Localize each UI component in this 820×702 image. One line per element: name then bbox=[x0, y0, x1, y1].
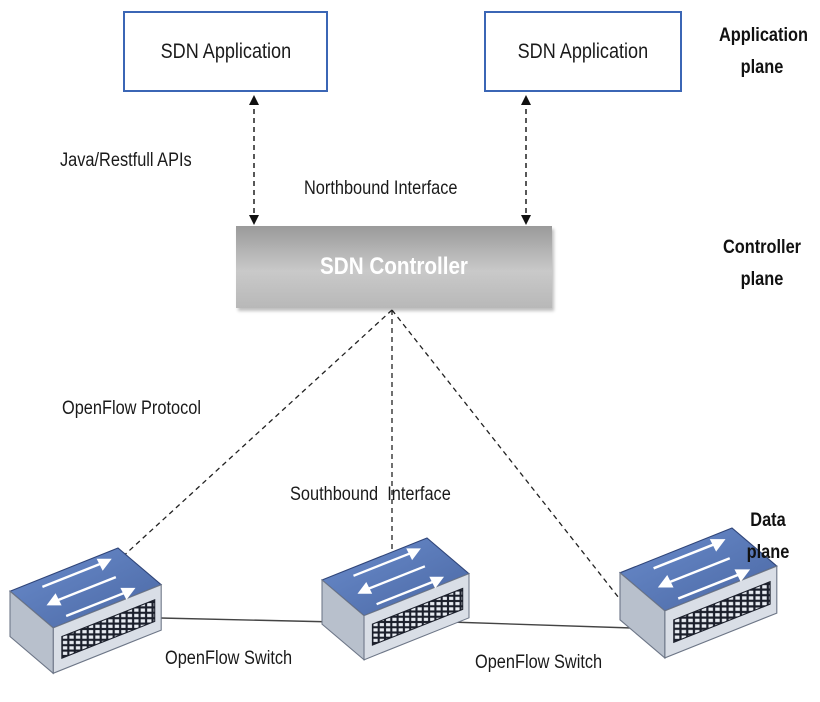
data-plane-label: Data plane bbox=[725, 505, 811, 569]
switch-link-right bbox=[449, 621, 633, 629]
southbound-link-right bbox=[391, 309, 631, 613]
controller-plane-label: Controller plane bbox=[719, 232, 805, 296]
sdn-application-label: SDN Application bbox=[517, 39, 649, 63]
application-plane-label: Application plane bbox=[719, 20, 808, 84]
sdn-application-label: SDN Application bbox=[160, 39, 291, 63]
sdn-application-box-left: SDN Application bbox=[123, 11, 328, 92]
southbound-link-left bbox=[94, 309, 393, 583]
northbound-interface-label: Northbound Interface bbox=[304, 178, 458, 199]
controller-plane-line-2: plane bbox=[740, 269, 784, 290]
application-plane-line-2: plane bbox=[740, 57, 784, 78]
application-plane-line-1: Application bbox=[719, 25, 808, 46]
openflow-protocol-label: OpenFlow Protocol bbox=[62, 398, 201, 419]
openflow-switch-label-right: OpenFlow Switch bbox=[475, 652, 603, 673]
southbound-interface-label: Southbound Interface bbox=[290, 484, 451, 505]
controller-plane-line-1: Controller bbox=[722, 237, 802, 258]
switch-link-left bbox=[159, 617, 337, 623]
sdn-application-box-right: SDN Application bbox=[484, 11, 682, 92]
openflow-switch-left bbox=[8, 546, 163, 675]
apis-label: Java/Restfull APIs bbox=[60, 150, 192, 171]
sdn-controller-box: SDN Controller bbox=[236, 226, 552, 308]
openflow-switch-label-left: OpenFlow Switch bbox=[165, 648, 293, 669]
data-plane-line-1: Data bbox=[750, 510, 786, 531]
data-plane-line-2: plane bbox=[746, 542, 790, 563]
openflow-switch-center bbox=[320, 536, 471, 661]
sdn-controller-label: SDN Controller bbox=[320, 253, 468, 280]
